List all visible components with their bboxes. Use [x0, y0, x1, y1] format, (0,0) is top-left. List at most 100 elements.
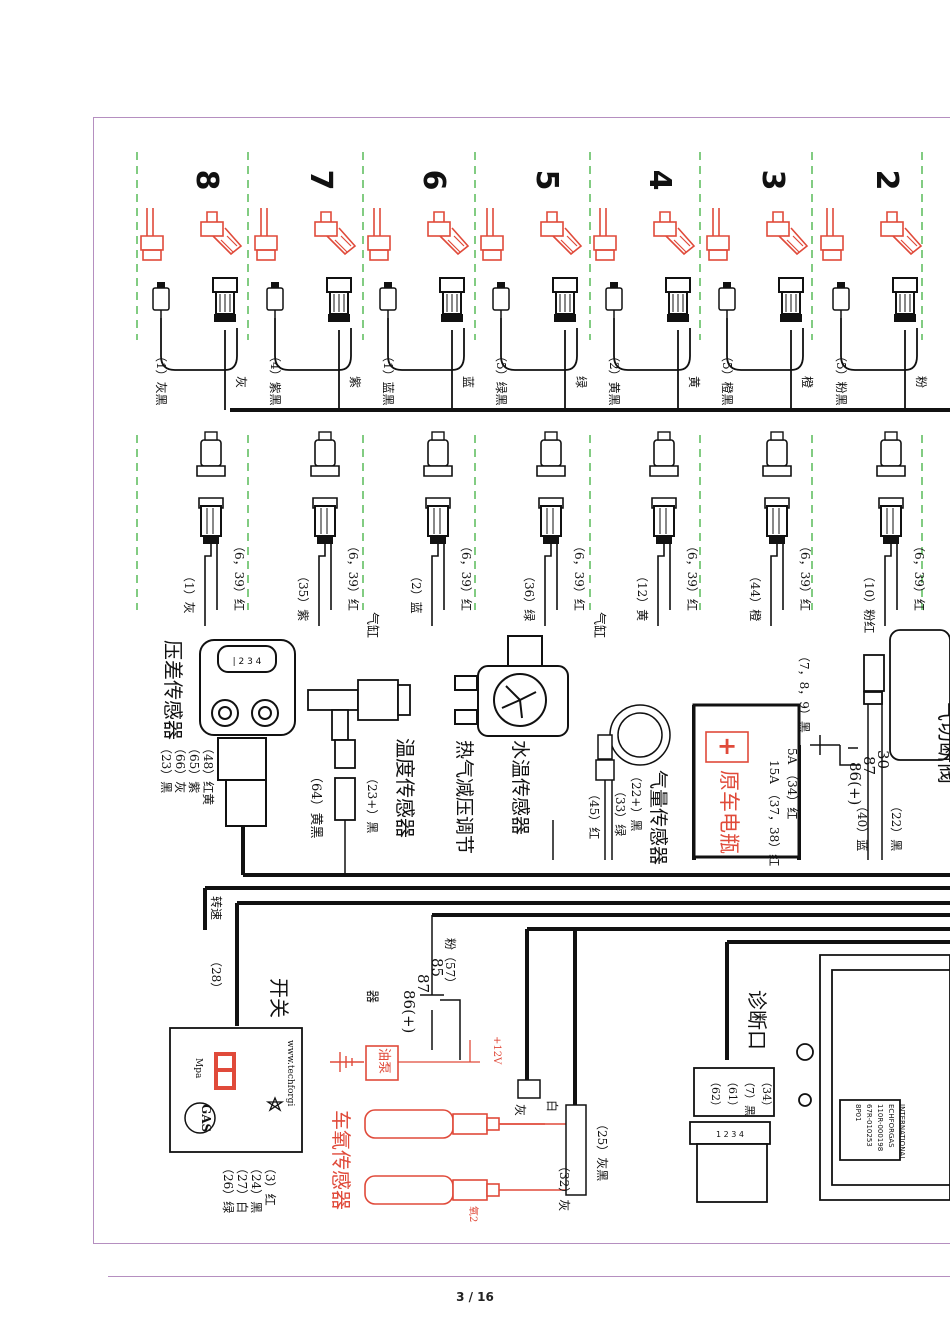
gas-sensor-wire: （22+）黑 [629, 770, 643, 831]
wire-label: 灰 [234, 376, 248, 388]
svg-text:+: + [717, 732, 737, 760]
injector-column-7: 7 （4）紫黑 紫 （35）紫 （6，39）红 [254, 170, 362, 626]
wire-label: 绿 [574, 376, 589, 388]
svg-text:| 2 3 4: | 2 3 4 [233, 657, 262, 667]
relay-wire: （40）蓝 [855, 800, 869, 851]
gas-sensor-wire: （45）红 [587, 788, 602, 839]
sensor-wire-label: （2）蓝 [409, 570, 423, 614]
diagnostic-pin: （61） [726, 1076, 739, 1112]
cylinder-number: 8 [189, 170, 224, 191]
wire-label: （5）橙黑 [720, 350, 735, 406]
oxygen-white-label: 白 [545, 1100, 560, 1112]
sensor-wire-label: （35）紫 [296, 570, 310, 621]
battery-wire: 5A （34）红 [785, 748, 800, 819]
wire-label: （1）灰黑 [154, 350, 168, 406]
wire-label: 橙 [800, 376, 815, 388]
wire-label: （1）蓝黑 [381, 350, 395, 406]
fuse-label: （7，8，9）黑 [797, 650, 811, 733]
speed-label: 转速 [209, 896, 224, 920]
wire-label: 紫 [348, 376, 362, 388]
oxygen-wire: （25）灰黑 [595, 1118, 609, 1181]
sensor-wire-label: （6，39）红 [685, 540, 700, 611]
svg-text:1 2 3 4: 1 2 3 4 [716, 1130, 744, 1139]
gas-meter [595, 704, 671, 781]
injector-column-8: 8（1）灰黑灰（1）灰（6，39）红 [140, 170, 248, 626]
pump-relay-wire: 粉（57） [443, 938, 457, 989]
diagnostic-port: 1 2 3 4 [689, 1067, 775, 1203]
pump-relay-terminal: 85 [428, 958, 446, 977]
oxygen-ash-label: 灰 [513, 1104, 527, 1116]
reducer-title: 热气减压调节 [453, 740, 475, 854]
cylinder-number: 4 [642, 170, 677, 191]
switch-title: 开关 [267, 978, 291, 1018]
pressure-sensor-pin: （66）灰 [173, 742, 187, 793]
cylinder-number: 3 [755, 170, 790, 191]
wire-label: （4）紫黑 [268, 350, 282, 406]
sensor-wire-label: （6，39）红 [346, 540, 361, 611]
switch-wire: （27）白 [235, 1162, 250, 1213]
cylinder-number: 6 [416, 170, 451, 191]
gas-sensor-title: 气量传感器 [647, 770, 669, 865]
cylinder-label: 气缸 [364, 612, 380, 638]
ecu-unit [796, 954, 950, 1201]
diagnostic-pin: （34） [760, 1076, 773, 1112]
injector-column-6: 6 （1）蓝黑 蓝 （2）蓝 （6，39）红 [367, 170, 475, 626]
battery-box: + [692, 703, 801, 859]
cylinder-label: 气缸 [591, 612, 607, 638]
diagnostic-port-title: 诊断口 [745, 990, 769, 1050]
relay-main [810, 735, 860, 766]
diagnostic-pin: （62） [709, 1076, 722, 1112]
sensor-wire-label: （12）黄 [635, 570, 649, 621]
wire-label: 黄 [687, 376, 701, 388]
switch-wire: （24）黑 [249, 1162, 263, 1213]
cylinder-number: 2 [869, 170, 904, 191]
pump-voltage: +12V [491, 1036, 502, 1065]
injector-column-4: 4（2）黄黑黄（12）黄（6，39）红 [593, 170, 701, 626]
ecu-label: ECHFORGAS [887, 1104, 895, 1148]
pump-relay-terminal: 87 [414, 974, 432, 993]
sensor-wire-label: （36）绿 [522, 570, 537, 621]
temp-sensor [307, 679, 411, 821]
page-number: 3 / 16 [456, 1290, 494, 1304]
speed-code: （28） [209, 955, 223, 994]
temp-sensor-title: 温度传感器 [393, 738, 417, 838]
switch-unit: Mpa [193, 1058, 203, 1079]
switch-brand: GAS [199, 1104, 213, 1132]
oxygen-wire: （32）灰 [557, 1160, 571, 1211]
wire-label: 蓝 [461, 376, 475, 388]
switch-url: www.techforgi [285, 1040, 295, 1106]
wire-label: 粉 [914, 376, 928, 388]
shutoff-valve [863, 629, 950, 761]
temp-sensor-wire: （64）黄黑 [308, 770, 323, 839]
sensor-wire-label: （6，39）红 [912, 540, 927, 611]
relay-terminal: 87 [860, 756, 878, 775]
pump-title: 油泵 [376, 1048, 391, 1074]
diagnostic-pin: （7）黑 [743, 1076, 756, 1116]
gas-sensor-wire: （33）绿 [613, 785, 628, 836]
relay-wire: （22）黑 [889, 800, 903, 851]
sensor-wire-label: （6，39）红 [459, 540, 474, 611]
switch-wire: （3）红 [263, 1162, 278, 1206]
mode-switch [169, 1027, 303, 1153]
pressure-sensor-pin: （48）红黄 [201, 742, 216, 805]
sensor-wire-label: （6，39）红 [232, 540, 247, 611]
diagram-frame [93, 117, 950, 1244]
reducer [454, 635, 569, 737]
ecu-label: 67R-010253 [865, 1104, 873, 1147]
shutoff-valve-title: 气切断阀 [935, 700, 950, 784]
cylinder-number: 7 [303, 170, 338, 191]
fuel-pump [330, 1040, 480, 1081]
pressure-sensor-pin: （23）黑 [159, 742, 173, 793]
pressure-sensor-pin: （65）紫 [187, 742, 201, 793]
water-temp-sensor-title: 水温传感器 [509, 740, 531, 835]
sensor-wire-label: （10）粉红 [862, 570, 877, 633]
pump-relay-terminal: 86(+) [400, 990, 418, 1033]
oxygen-sensors [364, 1109, 580, 1205]
relay-pump [420, 985, 461, 1060]
injector-column-3: 3（5）橙黑橙（44）橙（6，39）红 [706, 170, 815, 626]
battery-wire: 15A （37，38）红 [767, 760, 782, 866]
wire-label: （5）粉黑 [834, 350, 848, 406]
ecu-label: 110R-000198 [876, 1104, 884, 1151]
injector-column-2: 2 （5）粉黑 粉 （10）粉红 （6，39）红 [820, 170, 928, 633]
